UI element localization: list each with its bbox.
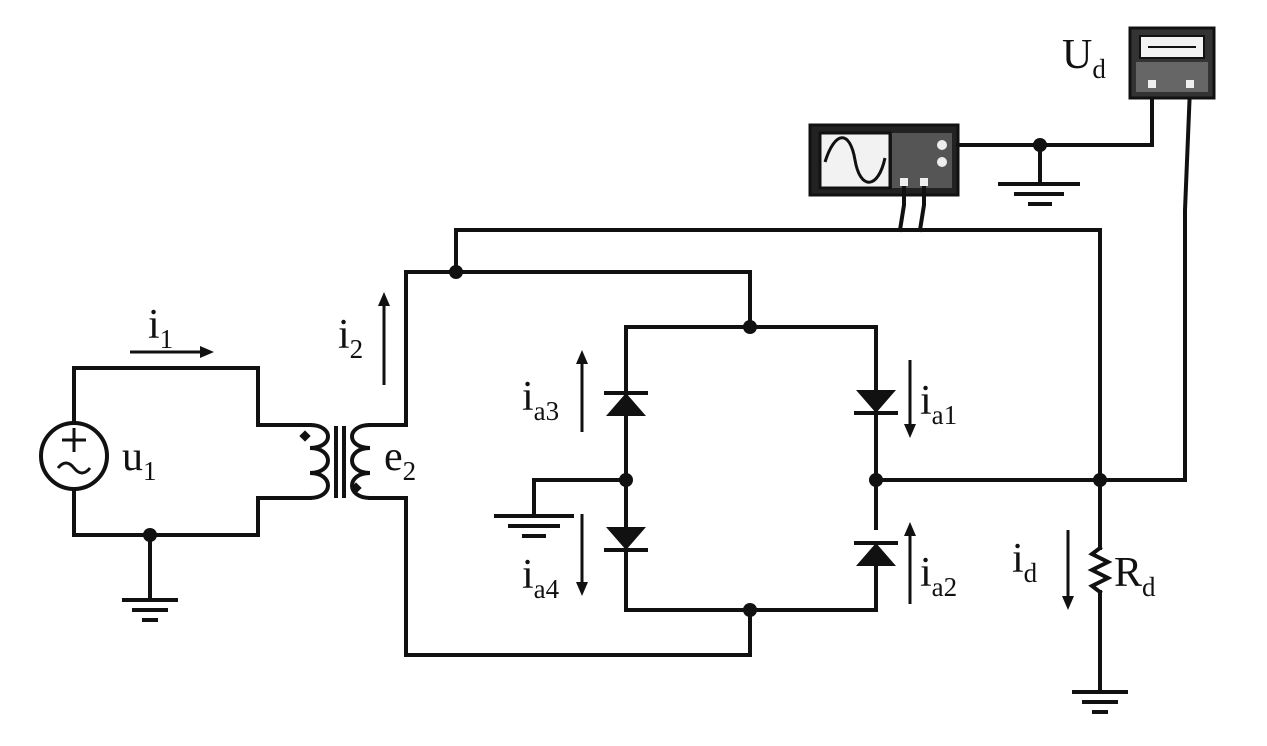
bridge-left-node [619,473,633,487]
diode-icon [604,390,898,566]
scope-ground-junction [1033,138,1047,152]
ia4-label: ia4 [522,552,560,604]
ia3-label: ia3 [522,374,559,426]
bridge-top-node [743,320,757,334]
primary-wiring [72,366,312,602]
ground-icon [998,182,1080,206]
rd-label: Rd [1114,550,1156,602]
resistor-icon [1087,545,1113,595]
ia1-label: ia1 [920,378,957,430]
oscilloscope-icon [808,123,960,197]
ia2-label: ia2 [920,550,957,602]
ground-icon [1072,690,1128,714]
e2-label: e2 [384,434,416,486]
ia2-current-arrow [904,522,916,604]
i2-label: i2 [338,312,363,364]
ia4-current-arrow [576,514,588,596]
scope-probe-wires [897,86,1154,233]
bridge-right-node [869,473,883,487]
ia3-current-arrow [576,350,588,432]
secondary-junction-dot [449,265,463,279]
ac-source-icon [39,421,109,491]
u1-label: u1 [122,434,157,486]
ground-icon [494,514,574,538]
primary-junction-dot [143,528,157,542]
load-wiring [1098,85,1193,694]
ia1-current-arrow [904,360,916,438]
bridge-wiring [532,325,1187,612]
bridge-bottom-node [743,603,757,617]
secondary-wiring [368,228,1102,657]
ud-label: Ud [1062,32,1106,84]
i1-current-arrow [130,346,214,358]
transformer-icon [299,422,373,501]
voltmeter-icon [1128,26,1216,100]
i2-current-arrow [378,292,390,385]
i1-label: i1 [148,302,173,354]
id-label: id [1012,536,1038,588]
ground-icon [122,598,178,622]
id-current-arrow [1062,530,1074,610]
